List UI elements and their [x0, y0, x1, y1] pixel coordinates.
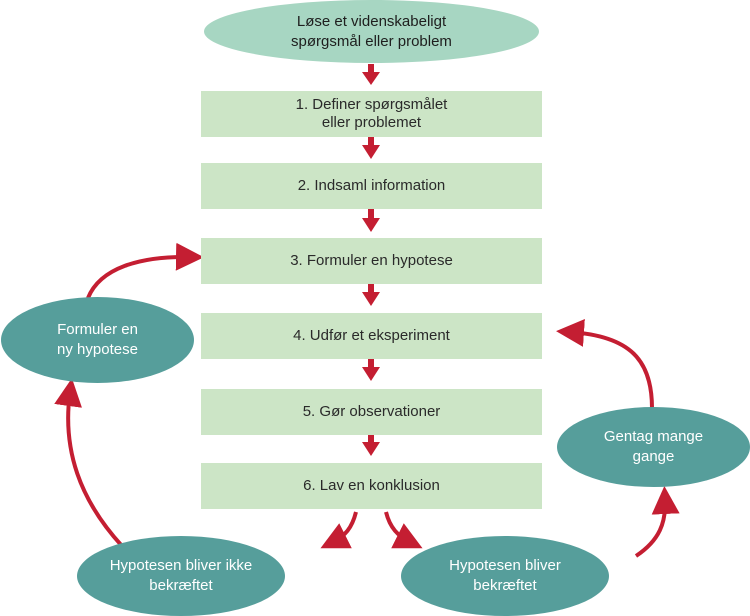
not-confirmed-line1: Hypotesen bliver ikke [109, 557, 253, 574]
step-1: 1. Definer spørgsmålet eller problemet [201, 91, 542, 137]
new-hypothesis-line1: Formuler en [57, 321, 138, 338]
arrow-confirmed-to-repeat [634, 486, 680, 558]
new-hypothesis-node: Formuler en ny hypotese [1, 297, 194, 383]
step-3: 3. Formuler en hypotese [201, 238, 542, 284]
not-confirmed-line2: bekræftet [149, 577, 213, 594]
arrow-step6-to-confirmed [384, 511, 423, 549]
start-node-line1: Løse et videnskabeligt [296, 12, 447, 30]
new-hypothesis-line2: ny hypotese [57, 341, 138, 358]
arrow-step2-to-step3 [362, 209, 380, 232]
confirmed-line1: Hypotesen bliver [449, 557, 561, 574]
arrow-start-to-step1 [362, 64, 380, 85]
step-1-line2: eller problemet [321, 114, 422, 131]
step-4-label: 4. Udfør et eksperiment [293, 327, 450, 344]
repeat-line2: gange [632, 448, 675, 465]
step-5-label: 5. Gør observationer [302, 403, 441, 420]
step-5: 5. Gør observationer [201, 389, 542, 435]
step-6-label: 6. Lav en konklusion [303, 477, 440, 494]
step-3-label: 3. Formuler en hypotese [290, 252, 453, 269]
arrow-step5-to-step6 [362, 435, 380, 456]
step-4: 4. Udfør et eksperiment [201, 313, 542, 359]
arrow-step6-to-not-confirmed [320, 511, 358, 549]
start-node-line2: spørgsmål eller problem [291, 32, 452, 50]
step-2-label: 2. Indsaml information [297, 177, 446, 194]
repeat-node: Gentag mange gange [557, 407, 750, 487]
step-1-line1: 1. Definer spørgsmålet [295, 96, 448, 113]
arrow-not-confirmed-to-new-hypothesis [54, 378, 124, 548]
arrow-step3-to-step4 [362, 284, 380, 306]
arrow-repeat-to-step4 [556, 318, 654, 409]
not-confirmed-node: Hypotesen bliver ikke bekræftet [77, 536, 285, 616]
arrow-new-hypothesis-to-step3 [86, 242, 204, 299]
arrow-step4-to-step5 [362, 359, 380, 381]
confirmed-line2: bekræftet [473, 577, 537, 594]
step-2: 2. Indsaml information [201, 163, 542, 209]
arrow-step1-to-step2 [362, 137, 380, 159]
start-node: Løse et videnskabeligt spørgsmål eller p… [204, 0, 539, 63]
confirmed-node: Hypotesen bliver bekræftet [401, 536, 609, 616]
repeat-line1: Gentag mange [603, 428, 704, 445]
step-6: 6. Lav en konklusion [201, 463, 542, 509]
